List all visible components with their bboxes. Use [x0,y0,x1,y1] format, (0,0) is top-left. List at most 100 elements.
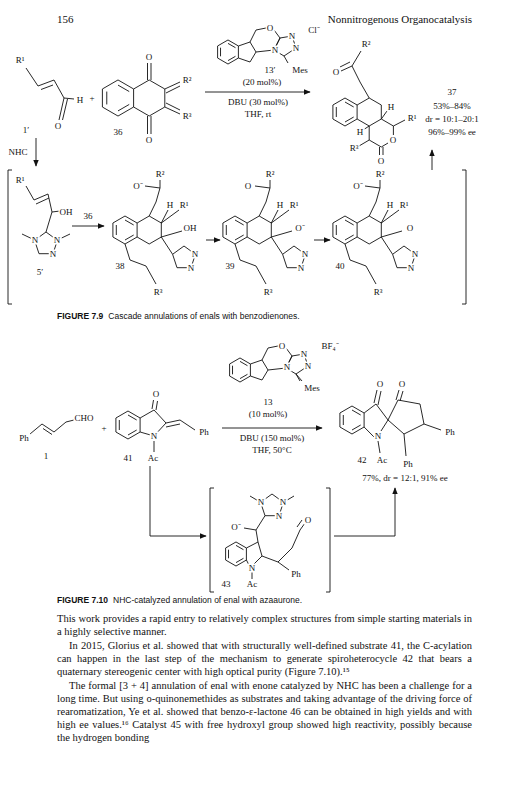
structure-label: 38 [115,262,126,271]
structure-label: R³ [373,288,384,297]
structure-label: DBU (30 mol%) [227,98,289,107]
structure-label: 5′ [36,268,44,277]
body-text: This work provides a rapid entry to rela… [57,612,472,745]
structure-label: Ac [147,454,160,463]
structure-label: O [377,157,386,166]
structure-label: O [266,24,275,33]
structure-label: 1′ [22,126,30,135]
header-text: Nonnitrogenous Organocatalysis [328,14,472,25]
structure-label: N [257,498,266,507]
structure-label: H [386,201,395,210]
structure-label: THF, 50°C [251,446,292,455]
structure-label: OH [59,208,74,217]
structure-label: N [407,264,416,273]
structure-label: N [292,44,301,53]
structure-label: OH [183,224,198,233]
structure-label: O [278,342,287,351]
structure-label: Ac [376,456,389,465]
structure-label: H [387,103,396,112]
structure-label: N [304,362,313,371]
structure-label: Ph [18,434,30,443]
structure-label: H [276,201,285,210]
structure-label: O [145,136,154,145]
structure-label: 77%, dr = 12:1, 91% ee [361,474,448,483]
structure-label: R² [182,76,193,85]
caption-text: NHC-catalyzed annulation of enal with az… [113,596,302,605]
structure-label: R¹ [15,176,26,185]
structure-label: N [31,236,40,245]
structure-label: Ph [444,428,456,437]
structure-label: dr = 10:1–20:1 [424,115,480,124]
structure-label: (20 mol%) [242,78,283,87]
structure-label: N [283,363,292,372]
structure-label: H [356,128,365,137]
structure-label: O⁻ [230,523,242,532]
figure-number: FIGURE 7.9 [57,312,103,321]
structure-label: O [145,53,154,62]
structure-label: N [279,498,288,507]
structure-label: O [152,390,161,399]
header-text: 156 [57,14,74,25]
structure-label: THF, rt [244,110,272,119]
structure-label: R¹ [289,201,300,210]
structure-label: R³ [153,288,164,297]
structure-label: NHC [7,148,28,157]
structure-label: O [244,182,253,191]
body-paragraph: This work provides a rapid entry to rela… [57,612,472,638]
structure-label: DBU (150 mol%) [239,434,306,443]
structure-label: O [54,122,63,131]
structure-label: 39 [225,262,236,271]
structure-label: O⁻ [132,182,144,191]
structure-label: N [411,250,420,259]
structure-label: R¹ [399,201,410,210]
structure-label: O⁻ [352,182,364,191]
structure-label: N [300,350,309,359]
structure-label: N [53,236,62,245]
caption-text: Cascade annulations of enals with benzod… [108,312,299,321]
structure-label: O⁻ [294,224,306,233]
structure-label: R¹ [407,114,418,123]
structure-label: R² [361,40,372,49]
structure-label: R¹ [179,201,190,210]
structure-label: 37 [447,88,458,97]
structure-label: CHO [73,414,94,423]
structure-label: N [275,512,284,521]
structure-label: N [150,432,159,441]
structure-label: (10 mol%) [248,410,289,419]
structure-label: N [271,46,280,55]
structure-label: O [376,380,385,389]
structure-label: N [49,250,58,259]
structure-label: N [301,250,310,259]
structure-label: 41 [123,454,134,463]
structure-label: Mes [291,66,309,75]
body-paragraph: In 2015, Glorius et al. showed that with… [57,639,472,678]
structure-label: R¹ [15,56,26,65]
structure-label: 13 [263,398,274,407]
structure-label: H [76,96,85,105]
structure-label: + [100,424,107,433]
structure-label: O [389,136,398,145]
structure-label: R³ [349,144,360,153]
structure-label: Ph [402,460,414,469]
figure-number: FIGURE 7.10 [57,596,108,605]
structure-label: N [191,250,200,259]
structure-label: 43 [221,580,232,589]
structure-label: N [374,432,383,441]
structure-label: Ph [290,570,302,579]
structure-label: R³ [263,288,274,297]
structure-label: + [88,94,95,103]
structure-label: H [166,201,175,210]
structure-label: N [248,564,257,573]
structure-label: 53%–84% [432,102,472,111]
structure-label: N [288,32,297,41]
structure-label: O [406,224,415,233]
structure-label: R³ [182,112,193,121]
structure-label: Ac [246,580,259,589]
structure-label: 36 [113,128,124,137]
structure-label: N [187,264,196,273]
structure-label: Mes [303,384,321,393]
structure-label: R² [155,170,166,179]
structure-label: Cl⁻ [307,26,321,35]
structure-label: BF₄⁻ [320,342,339,351]
structure-label: O [332,68,341,77]
